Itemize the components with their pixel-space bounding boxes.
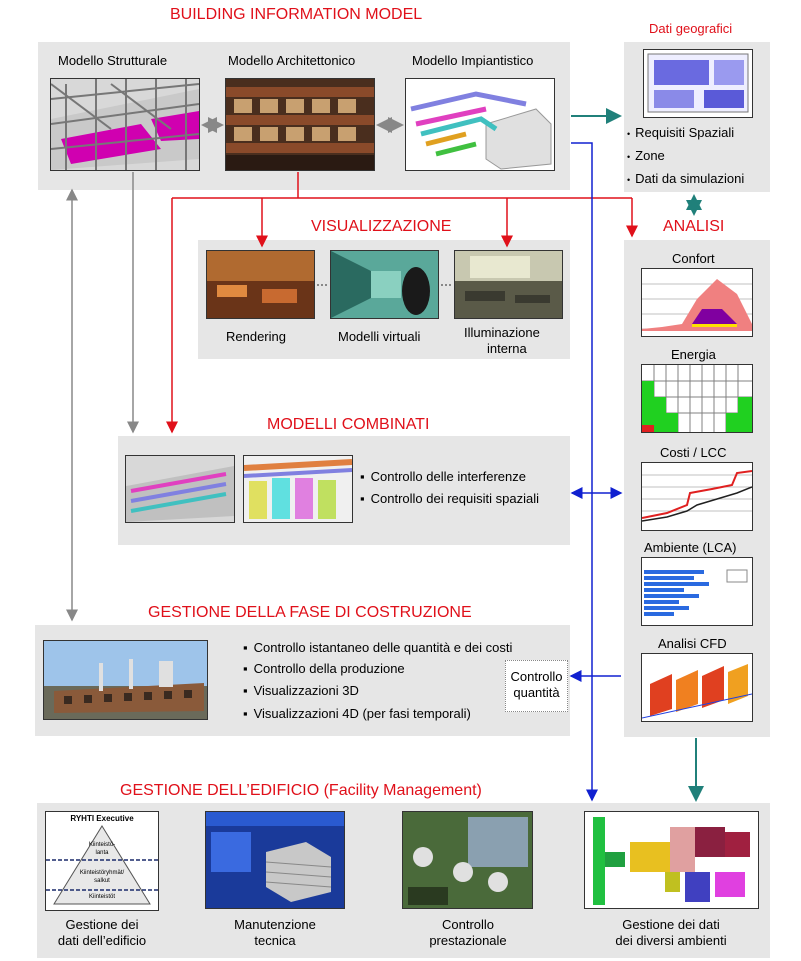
model-label-strutturale: Modello Strutturale: [58, 53, 168, 68]
geo-map-image: [643, 49, 753, 118]
edificio-label-2b: tecnica: [254, 933, 296, 948]
costruzione-title: GESTIONE DELLA FASE DI COSTRUZIONE: [148, 604, 472, 621]
maintenance-image: [205, 811, 345, 909]
analisi-title: ANALISI: [663, 218, 725, 235]
costruzione-item: Visualizzazioni 4D (per fasi temporali): [243, 706, 471, 722]
costruzione-item: Controllo istantaneo delle quantità e de…: [243, 640, 513, 656]
controllo-quantita-label-1: Controllo: [510, 669, 563, 684]
environments-data-image: [584, 811, 759, 909]
geo-title: Dati geografici: [649, 21, 733, 36]
bim-title: BUILDING INFORMATION MODEL: [170, 6, 423, 23]
combined-model-image-1: [125, 455, 235, 523]
costruzione-item: Controllo della produzione: [243, 661, 405, 677]
edificio-label-1b: dati dell’edificio: [57, 933, 147, 948]
ryhti-level-2: Kiinteistöryhmät/: [79, 870, 125, 876]
edificio-label-4b: dei diversi ambienti: [615, 933, 727, 948]
ryhti-level-2b: salkut: [94, 878, 110, 884]
controllo-quantita-label-2: quantità: [513, 685, 560, 700]
ryhti-level-1: Kiinteistö-: [88, 842, 116, 848]
analisi-label-costi: Costi / LCC: [660, 445, 727, 460]
confort-chart-image: [641, 268, 753, 337]
geo-item: Dati da simulazioni: [627, 171, 744, 188]
cfd-chart-image: [641, 653, 753, 722]
mep-model-image: [405, 78, 555, 171]
edificio-label-2a: Manutenzione: [234, 917, 316, 932]
ambiente-chart-image: [641, 557, 753, 626]
ryhti-title: RYHTI Executive: [70, 814, 134, 823]
edificio-label-3a: Controllo: [441, 917, 495, 932]
analisi-label-cfd: Analisi CFD: [658, 636, 727, 651]
combinati-title: MODELLI COMBINATI: [267, 416, 430, 433]
model-label-architettonico: Modello Architettonico: [228, 53, 356, 68]
ryhti-executive-image: RYHTI Executive Kiinteistö- lanta Kiinte…: [45, 811, 159, 911]
edificio-label-3b: prestazionale: [429, 933, 507, 948]
vis-label-lighting-1: Illuminazione: [464, 325, 540, 340]
combinati-item: Controllo dei requisiti spaziali: [360, 491, 539, 507]
construction-image: [43, 640, 208, 720]
energia-chart-image: [641, 364, 753, 433]
rendering-image: [206, 250, 315, 319]
performance-control-image: [402, 811, 533, 909]
analisi-label-energia: Energia: [671, 347, 716, 362]
geo-item: Zone: [627, 148, 665, 165]
costi-chart-image: [641, 462, 753, 531]
vis-label-virtual: Modelli virtuali: [338, 329, 421, 344]
combined-model-image-2: [243, 455, 353, 523]
model-label-impiantistico: Modello Impiantistico: [412, 53, 534, 68]
analisi-label-confort: Confort: [672, 251, 715, 266]
geo-item: Requisiti Spaziali: [627, 125, 734, 142]
lighting-image: [454, 250, 563, 319]
virtual-models-image: [330, 250, 439, 319]
architectural-model-image: [225, 78, 375, 171]
controllo-quantita-box: Controllo quantità: [505, 660, 568, 712]
ryhti-level-3: Kiinteistöt: [88, 894, 115, 900]
vis-title: VISUALIZZAZIONE: [311, 218, 452, 235]
edificio-label-4a: Gestione dei dati: [622, 917, 720, 932]
ryhti-level-1b: lanta: [95, 850, 109, 856]
edificio-title: GESTIONE DELL’EDIFICIO (Facility Managem…: [120, 782, 482, 799]
costruzione-item: Visualizzazioni 3D: [243, 683, 359, 699]
analisi-label-ambiente: Ambiente (LCA): [644, 540, 737, 555]
combinati-item: Controllo delle interferenze: [360, 469, 526, 485]
structural-model-image: [50, 78, 200, 171]
vis-label-lighting-2: interna: [487, 341, 527, 356]
vis-label-rendering: Rendering: [226, 329, 286, 344]
edificio-label-1a: Gestione dei: [65, 917, 139, 932]
